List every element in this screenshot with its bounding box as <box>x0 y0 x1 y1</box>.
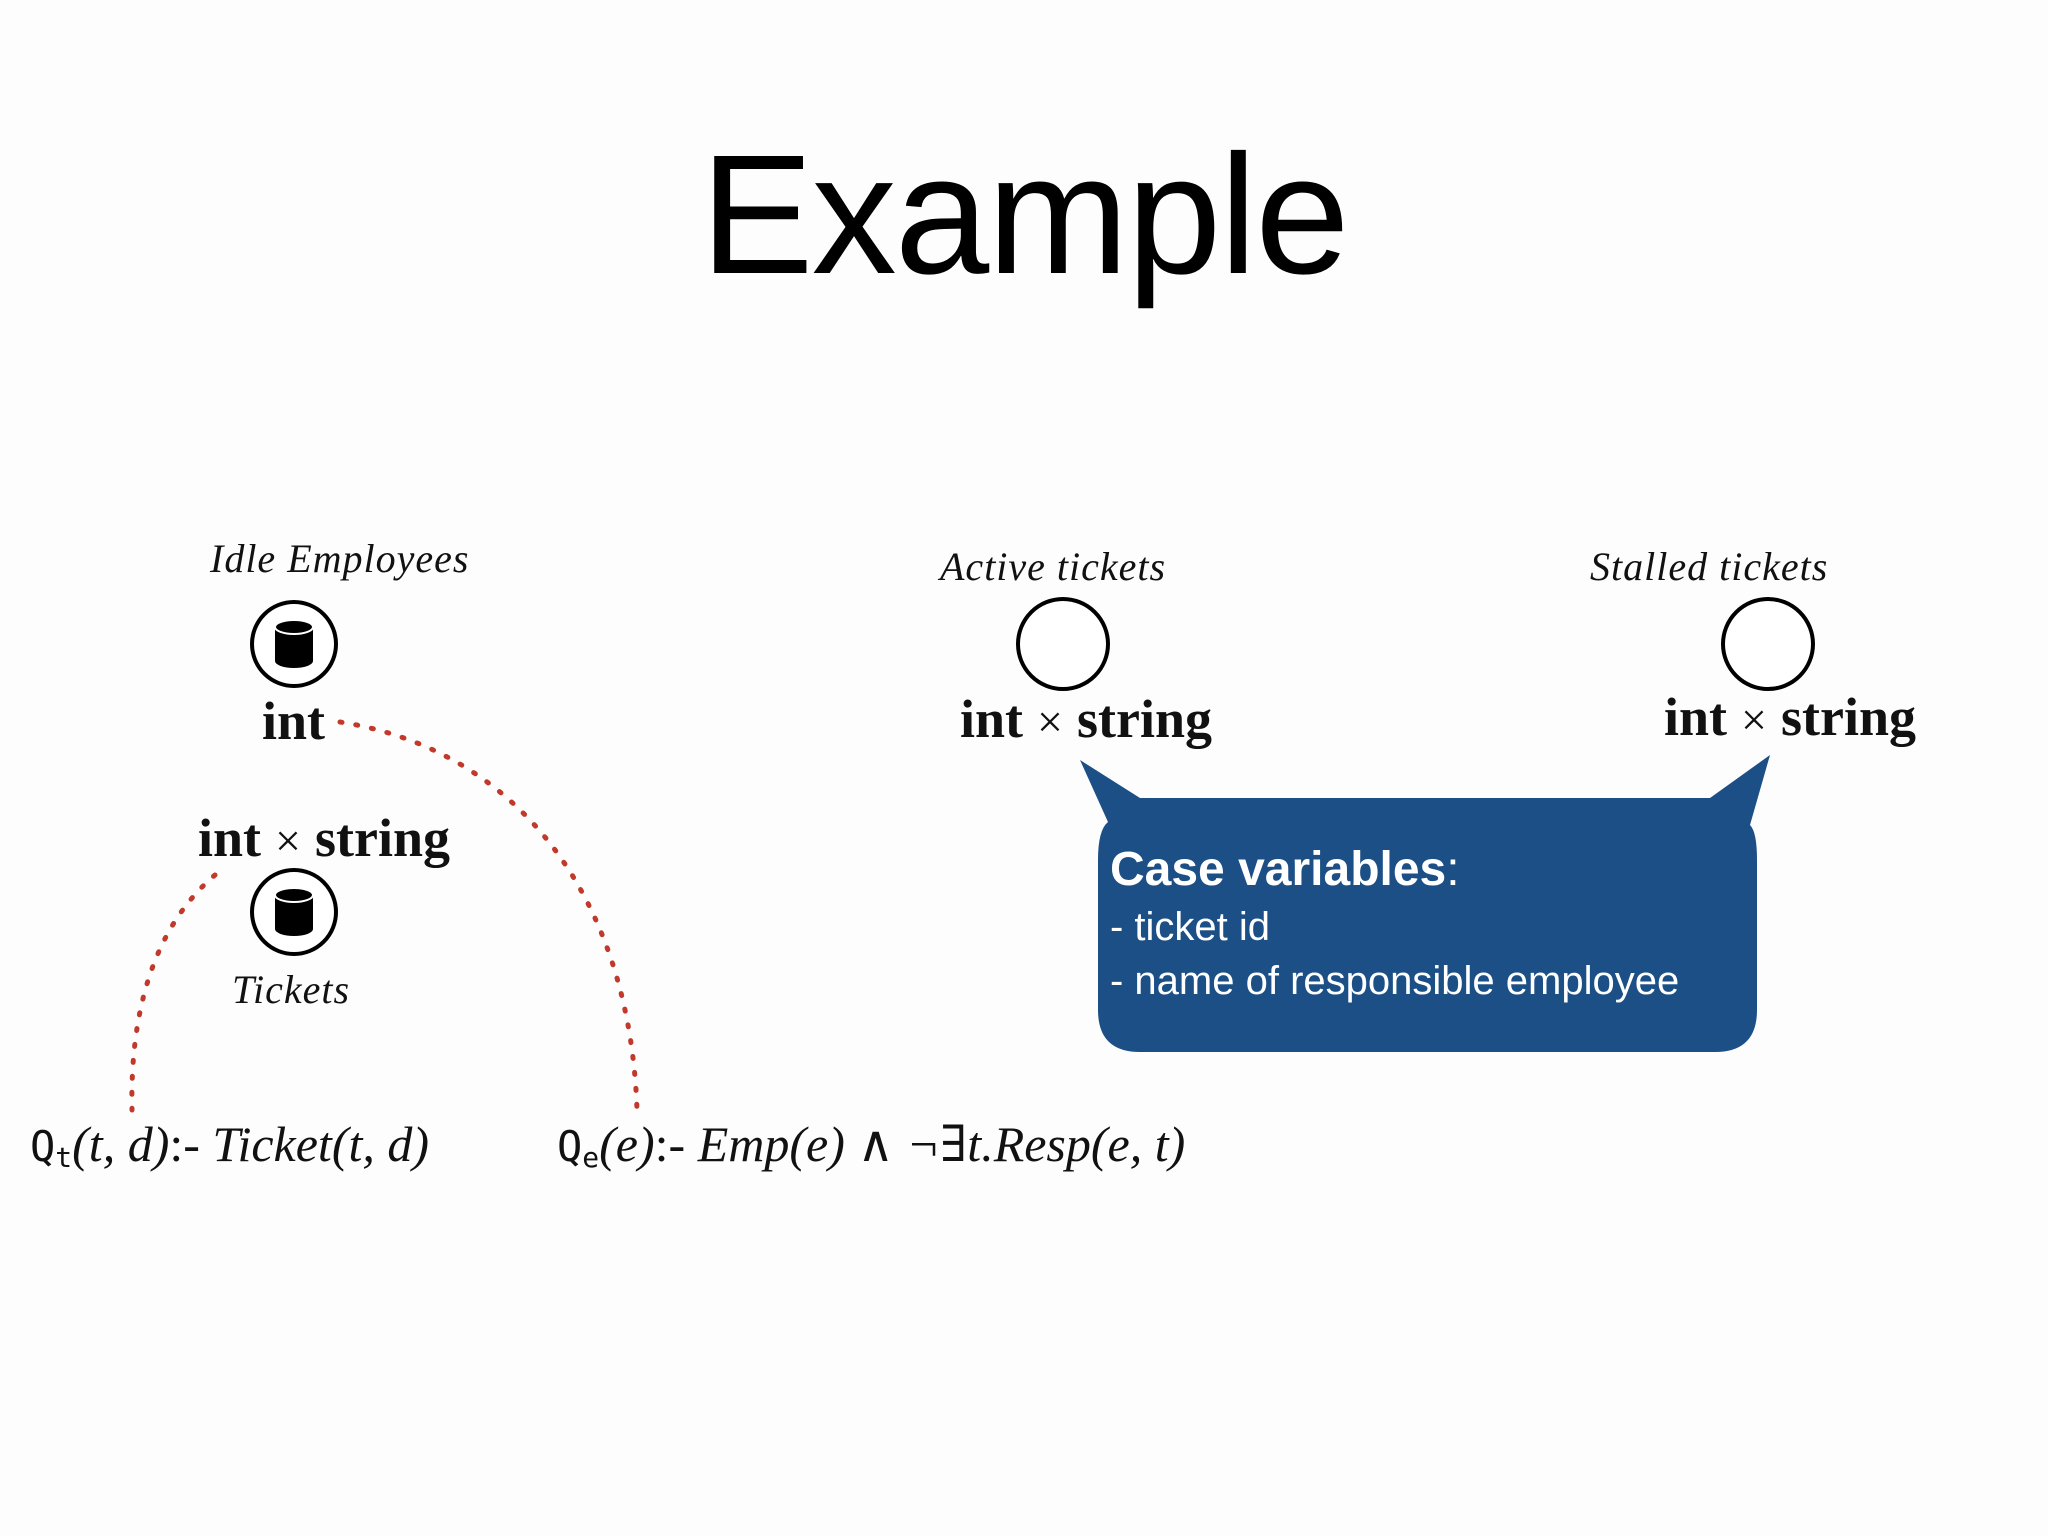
stalled-tickets-label: Stalled tickets <box>1590 544 1829 589</box>
type-int: int <box>960 689 1024 749</box>
stalled-tickets-place[interactable] <box>1721 597 1815 691</box>
query-body: Emp(e) ∧ ¬∃t.Resp(e, t) <box>697 1116 1186 1172</box>
type-string: string <box>314 808 450 868</box>
type-int: int <box>198 808 262 868</box>
database-icon <box>274 887 314 936</box>
tickets-db-node[interactable] <box>250 868 338 956</box>
rule-separator: :- <box>169 1116 200 1172</box>
database-icon <box>274 619 314 668</box>
connector-idle-to-qe <box>337 719 640 1113</box>
callout-line-employee: - name of responsible employee <box>1110 959 1680 1003</box>
formula-qt: Qt(t, d):- Ticket(t, d) <box>30 1115 429 1174</box>
query-head: (t, d) <box>72 1116 170 1172</box>
idle-employees-label: Idle Employees <box>210 536 470 581</box>
connector-tickets-to-qt <box>129 872 218 1113</box>
type-int: int <box>1664 687 1728 747</box>
query-head: (e) <box>599 1116 655 1172</box>
callout-text: Case variables: - ticket id - name of re… <box>1110 840 1679 1008</box>
tickets-type: int × string <box>198 807 450 869</box>
idle-employees-db-node[interactable] <box>250 600 338 688</box>
type-string: string <box>1076 689 1212 749</box>
tickets-label: Tickets <box>232 967 351 1012</box>
active-tickets-place[interactable] <box>1016 597 1110 691</box>
rule-separator: :- <box>654 1116 686 1172</box>
query-body: Ticket(t, d) <box>212 1116 430 1172</box>
stalled-tickets-type: int × string <box>1664 686 1916 748</box>
callout-line-ticket-id: - ticket id <box>1110 905 1271 949</box>
type-string: string <box>1780 687 1916 747</box>
callout-shape <box>1080 755 1770 1052</box>
page-title: Example <box>700 120 1349 310</box>
times-symbol: × <box>1037 696 1063 747</box>
formula-qe: Qe(e):- Emp(e) ∧ ¬∃t.Resp(e, t) <box>557 1115 1185 1174</box>
callout-title: Case variables: <box>1110 843 1460 896</box>
active-tickets-type: int × string <box>960 688 1212 750</box>
times-symbol: × <box>1741 694 1767 745</box>
query-name: Qe <box>557 1122 600 1174</box>
active-tickets-label: Active tickets <box>940 544 1167 589</box>
query-name: Qt <box>30 1122 73 1174</box>
times-symbol: × <box>275 815 301 866</box>
idle-employees-type: int <box>262 691 326 751</box>
